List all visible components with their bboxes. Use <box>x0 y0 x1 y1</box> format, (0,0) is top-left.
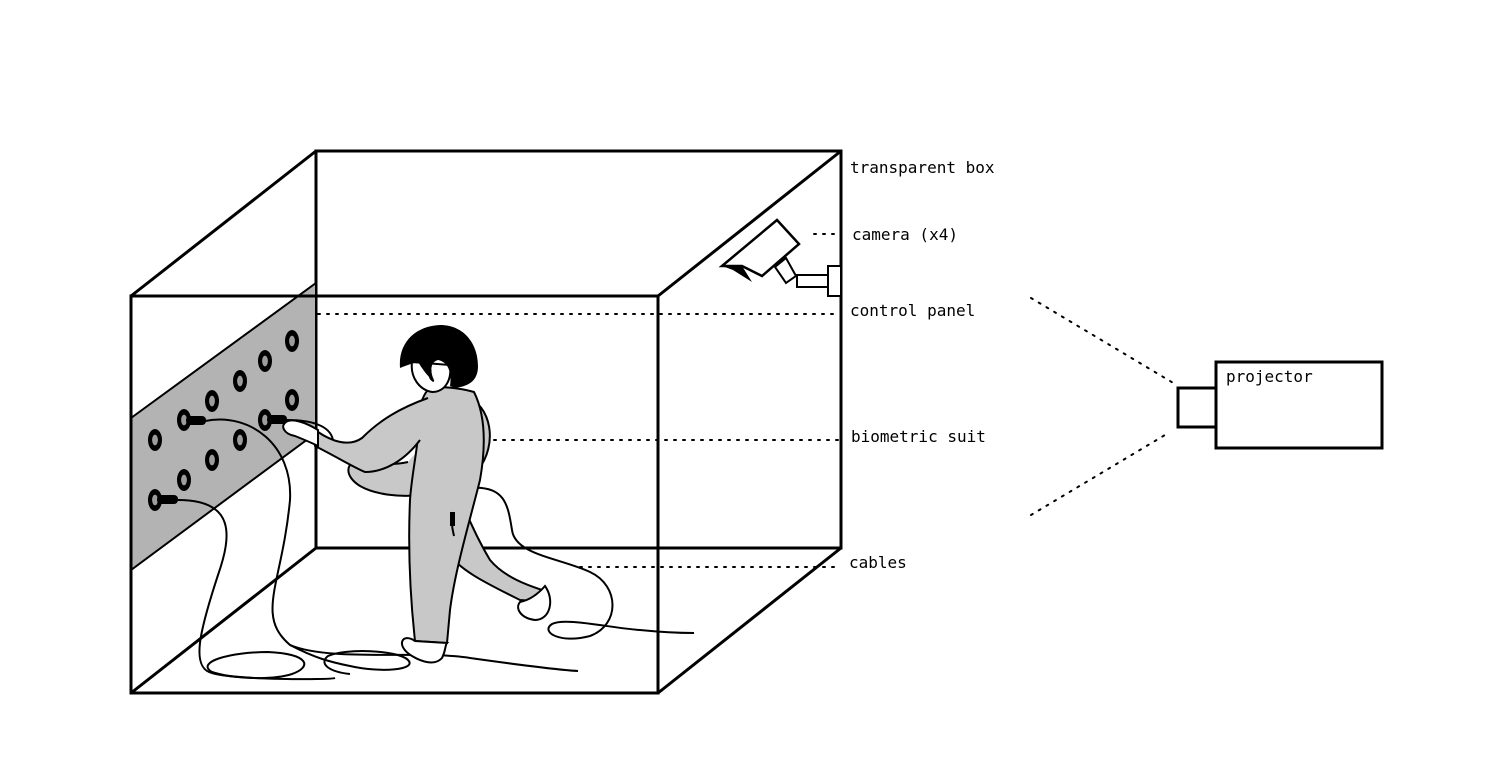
projector-icon <box>1176 360 1384 450</box>
label-projector: projector <box>1226 367 1313 386</box>
person-figure-icon <box>282 325 552 664</box>
security-camera-icon <box>718 218 842 297</box>
transparent-box-front <box>129 149 842 695</box>
label-biometric-suit: biometric suit <box>851 427 986 446</box>
label-transparent-box: transparent box <box>850 158 995 177</box>
cables <box>177 418 695 681</box>
label-camera: camera (x4) <box>852 225 958 244</box>
projector-beams <box>1030 297 1176 516</box>
leader-lines <box>317 233 839 568</box>
label-control-panel: control panel <box>850 301 975 320</box>
control-panel-ports <box>148 330 299 511</box>
label-cables: cables <box>849 553 907 572</box>
